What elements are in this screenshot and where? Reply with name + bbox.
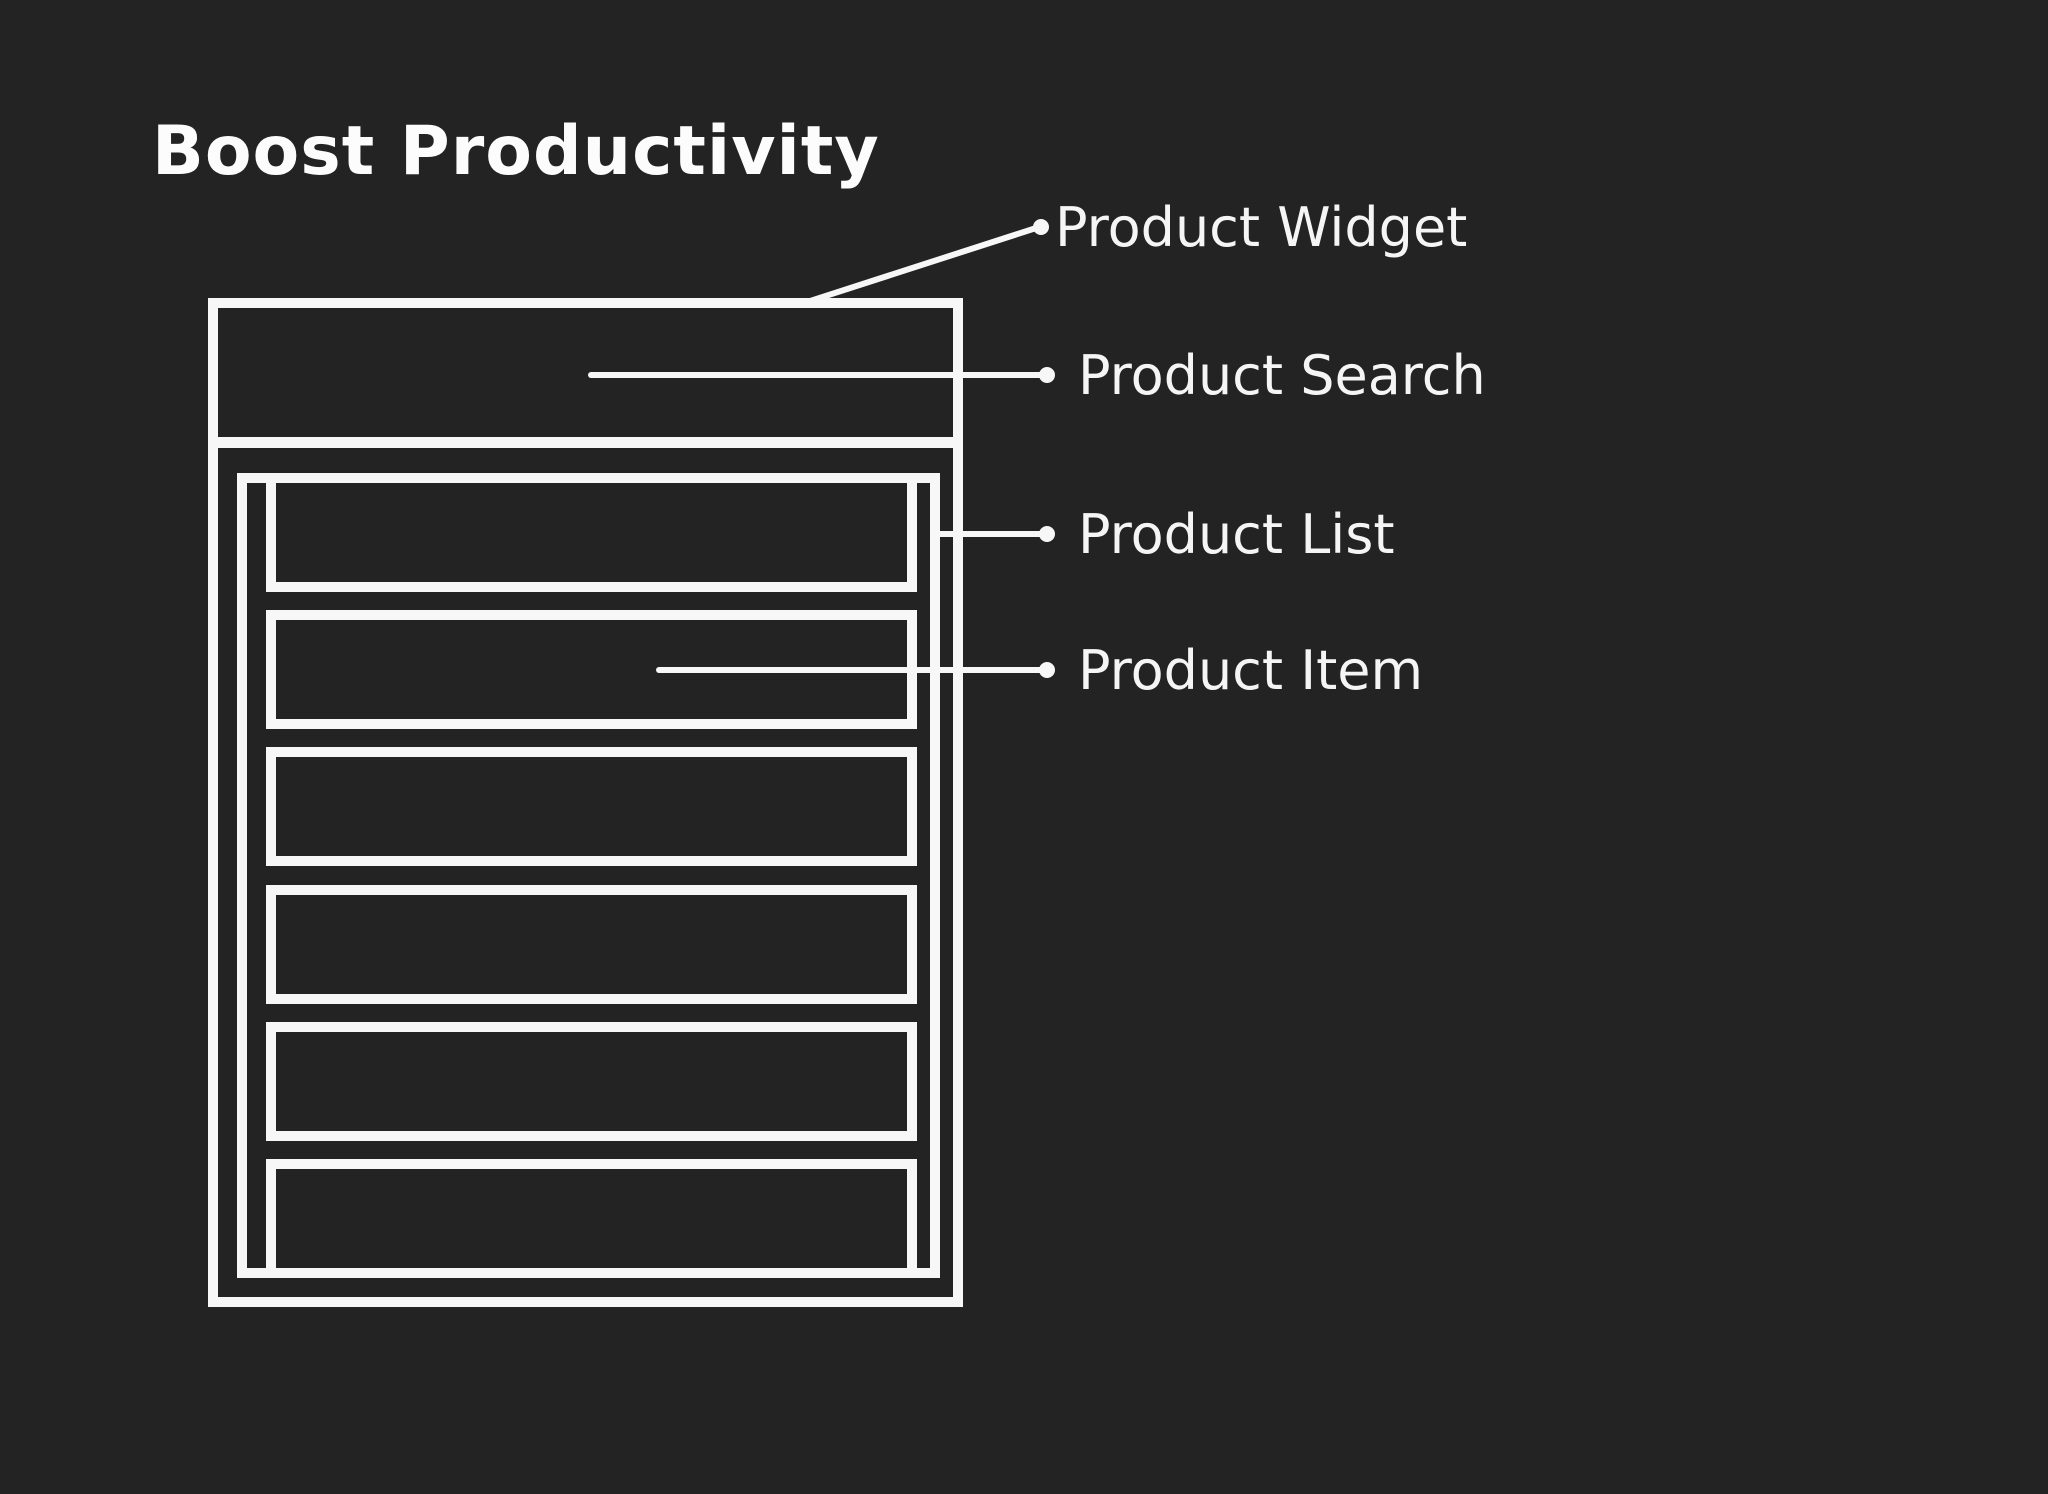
product-item-leader-line (656, 667, 1047, 673)
product-search-leader-line (588, 372, 1047, 378)
product-item-label: Product Item (1078, 639, 1424, 702)
product-search-leader-dot (1039, 367, 1055, 383)
slide-title: Boost Productivity (152, 112, 880, 191)
product-item-leader-dot (1039, 662, 1055, 678)
product-item-box (266, 1021, 917, 1141)
product-item-box (266, 747, 917, 867)
product-item-box (266, 1158, 917, 1278)
product-search-divider-line (218, 437, 953, 448)
product-item-box (266, 884, 917, 1004)
product-search-label: Product Search (1078, 344, 1486, 407)
product-widget-label: Product Widget (1055, 196, 1468, 259)
product-widget-box (208, 298, 963, 1307)
product-list-label: Product List (1078, 503, 1395, 566)
product-list-leader-line (930, 531, 1047, 537)
product-widget-leader-dot (1033, 219, 1049, 235)
product-widget-leader-line (806, 223, 1042, 305)
product-list-leader-dot (1039, 526, 1055, 542)
product-item-box (266, 473, 917, 592)
product-list-box (237, 473, 940, 1278)
